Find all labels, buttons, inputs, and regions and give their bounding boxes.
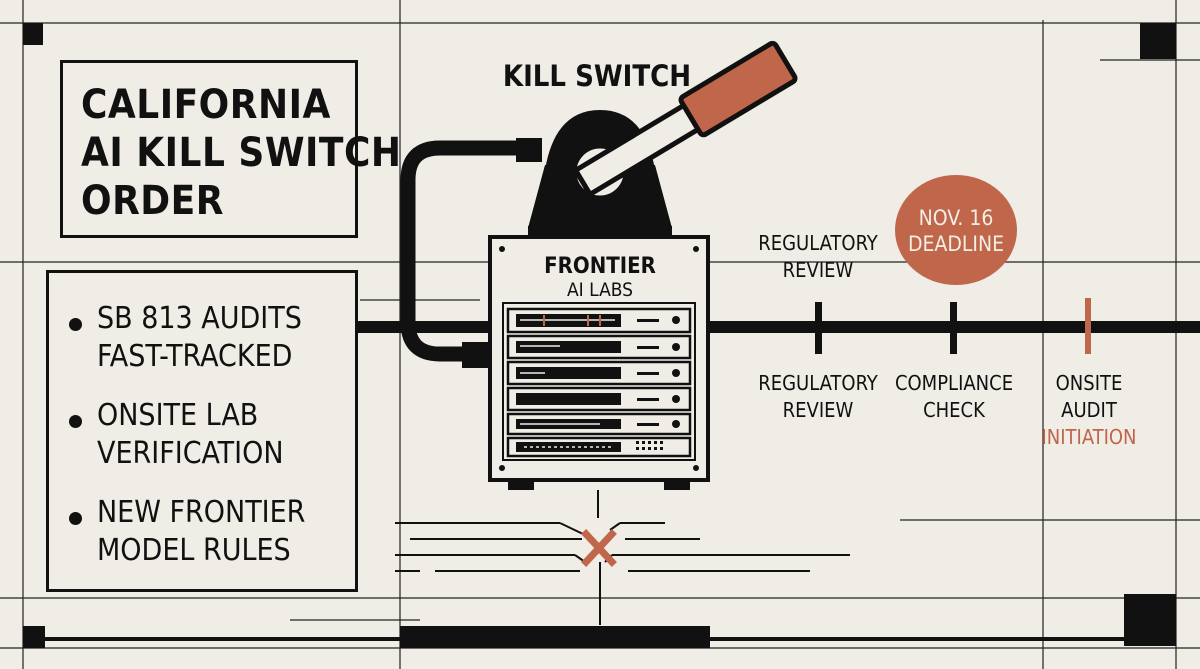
title-line-2: AI KILL SWITCH — [81, 130, 402, 176]
server-rack-label: FRONTIER AI LABS — [544, 254, 656, 302]
cut-x-icon — [581, 529, 617, 567]
kill-switch-label: KILL SWITCH — [502, 59, 692, 93]
switch-handle — [678, 40, 798, 138]
timeline-tick-compliance — [950, 302, 957, 354]
bullet-text: ONSITE LAB — [97, 398, 259, 433]
bullet-text: NEW FRONTIER — [97, 495, 306, 530]
bullet-text: MODEL RULES — [97, 533, 291, 568]
timeline-stage-compliance-check: COMPLIANCE CHECK — [895, 370, 1013, 424]
bullet-text: FAST-TRACKED — [97, 339, 293, 374]
deadline-text: DEADLINE — [907, 232, 1005, 256]
timeline-tick-onsite — [1085, 298, 1091, 354]
timeline-stage-regulatory-review: REGULATORY REVIEW — [758, 370, 878, 424]
rack-inner — [502, 302, 696, 461]
server-rack — [488, 235, 710, 490]
timeline-upper-label: REGULATORY REVIEW — [758, 230, 878, 284]
stage-label-line: CHECK — [923, 398, 985, 422]
server-rack-label-line-2: AI LABS — [566, 279, 634, 301]
cable-plug-bottom — [462, 342, 490, 368]
title-line-1: CALIFORNIA — [81, 82, 331, 128]
bullet-list: SB 813 AUDITS FAST-TRACKED ONSITE LAB VE… — [46, 270, 358, 592]
timeline-tick-regulatory — [815, 302, 822, 354]
title-line-3: ORDER — [81, 178, 224, 224]
timeline-upper-label-line: REGULATORY — [758, 231, 878, 255]
switch-lever[interactable] — [572, 40, 798, 201]
rack-screws — [499, 246, 699, 471]
timeline-bar — [358, 321, 1200, 333]
server-indicator-marks — [543, 315, 601, 326]
bullet-dot-icon — [69, 318, 82, 331]
stage-label-line: INITIATION — [1041, 425, 1137, 449]
frame-blocks — [23, 23, 1176, 648]
server-rack-label-line-1: FRONTIER — [544, 254, 656, 279]
bullet-dot-icon — [69, 415, 82, 428]
stage-label-line: REGULATORY — [758, 371, 878, 395]
deadline-date: NOV. 16 — [918, 206, 994, 230]
power-cable — [400, 140, 520, 362]
title-box: CALIFORNIA AI KILL SWITCH ORDER — [60, 60, 401, 238]
rack-units — [506, 307, 692, 458]
network-wires — [395, 490, 850, 625]
stage-label-line: REVIEW — [782, 398, 854, 422]
stage-label-line: ONSITE — [1055, 371, 1123, 395]
stage-label-line: COMPLIANCE — [894, 371, 1014, 395]
cable-plug-top — [516, 138, 542, 162]
bullet-text: VERIFICATION — [97, 436, 284, 471]
deadline-badge: NOV. 16 DEADLINE — [895, 175, 1017, 285]
stage-label-line: AUDIT — [1061, 398, 1117, 422]
timeline-stage-onsite-audit: ONSITE AUDIT INITIATION — [1041, 370, 1136, 451]
bullet-dot-icon — [69, 512, 82, 525]
rack-feet — [508, 480, 690, 490]
bullet-text: SB 813 AUDITS — [97, 301, 302, 336]
timeline-upper-label-line: REVIEW — [782, 258, 854, 282]
